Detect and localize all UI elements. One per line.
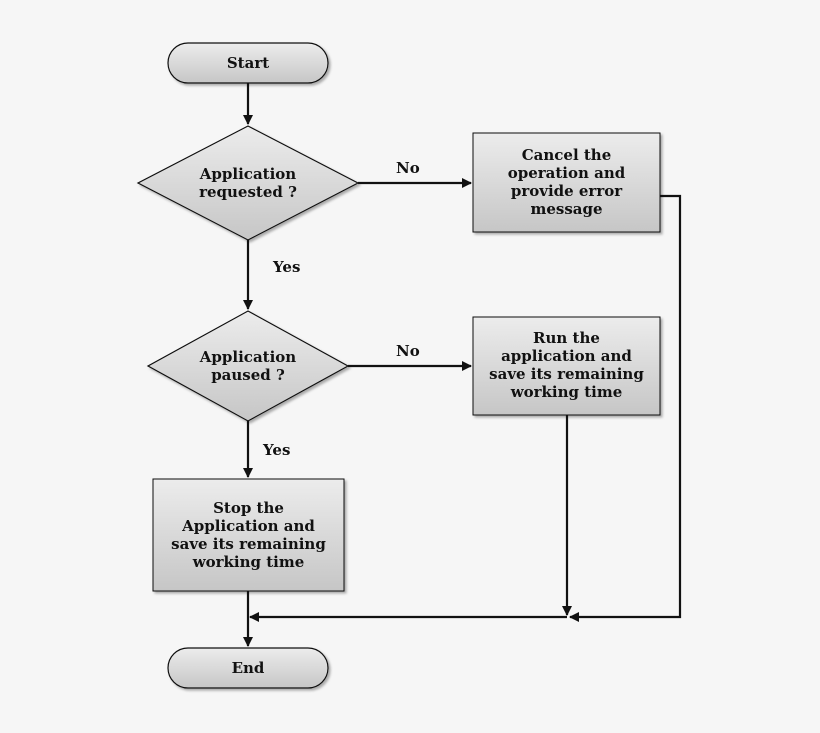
stop-label: Stop the Application and save its remain… <box>171 499 326 571</box>
run-label: Run the application and save its remaini… <box>489 329 644 401</box>
end-label: End <box>231 659 265 677</box>
start-label: Start <box>226 54 270 72</box>
requested-yes-label: Yes <box>273 258 301 276</box>
decision-paused-label: Application paused ? <box>199 348 297 384</box>
stop-process <box>152 478 345 592</box>
paused-no-label: No <box>396 342 420 360</box>
end-terminal <box>167 647 329 689</box>
cancel-process <box>472 132 661 233</box>
decision-requested-label: Application requested ? <box>199 165 297 201</box>
paused-yes-label: Yes <box>263 441 291 459</box>
cancel-label: Cancel the operation and provide error m… <box>507 146 626 218</box>
requested-no-label: No <box>396 159 420 177</box>
run-process <box>472 316 661 416</box>
arrow-cancel-to-merge <box>569 194 682 622</box>
